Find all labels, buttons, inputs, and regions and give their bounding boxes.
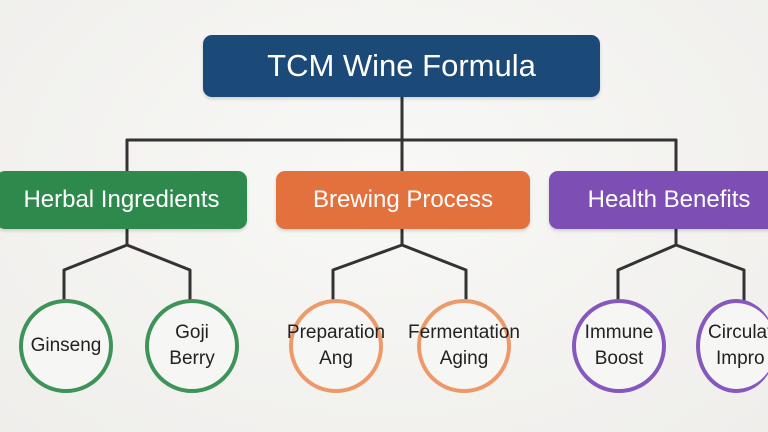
category-label: Herbal Ingredients (23, 186, 220, 213)
leaf-preparation: Preparation Ang (286, 299, 386, 393)
category-label: Brewing Process (312, 186, 494, 213)
leaf-label-line: Preparation (286, 322, 386, 343)
root-label: TCM Wine Formula (267, 48, 536, 83)
category-label: Health Benefits (587, 186, 751, 213)
herbal-fork-line (62, 227, 192, 302)
leaf-circulation-improvement: Circulat Impro (696, 299, 768, 393)
category-herbal-ingredients: Herbal Ingredients (0, 171, 247, 229)
leaf-immune-boost: Immune Boost (572, 299, 666, 393)
leaf-label-line: Circulat (708, 322, 768, 343)
brewing-fork-line (331, 227, 468, 302)
category-brewing-process: Brewing Process (276, 171, 530, 229)
leaf-label-line: Ginseng (30, 335, 102, 356)
leaf-goji-berry: Goji Berry (145, 299, 239, 393)
root-node: TCM Wine Formula (203, 35, 600, 97)
leaf-label-line: Ang (319, 348, 353, 369)
leaf-label-line: Aging (439, 348, 489, 369)
leaf-label-line: Goji (175, 322, 209, 343)
leaf-label-line: Immune (584, 322, 654, 343)
health-fork-line (616, 227, 746, 302)
category-health-benefits: Health Benefits (549, 171, 768, 229)
leaf-label-line: Fermentation (408, 322, 520, 343)
leaf-label-line: Berry (169, 348, 215, 369)
leaf-label-line: Boost (594, 348, 644, 369)
leaf-label-line: Impro (716, 348, 765, 369)
leaf-fermentation-aging: Fermentation Aging (408, 299, 520, 393)
leaf-ginseng: Ginseng (19, 299, 113, 393)
